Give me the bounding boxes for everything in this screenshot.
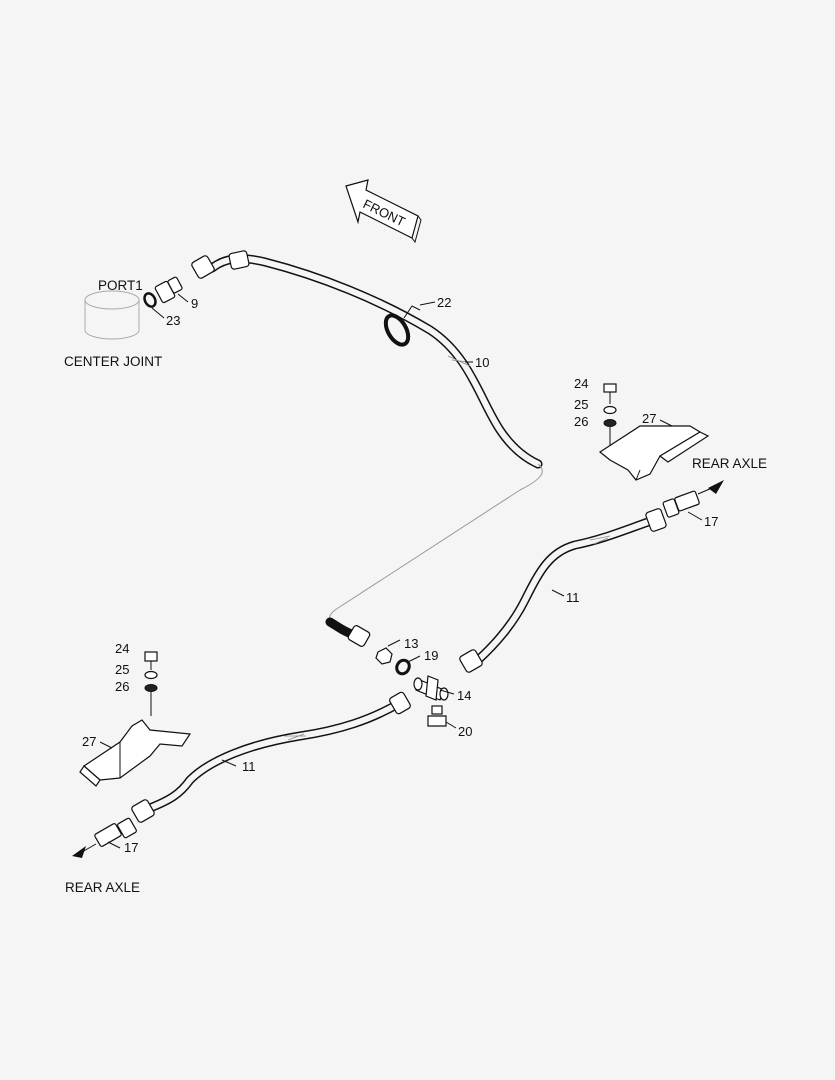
routing-line xyxy=(329,463,543,627)
part-25-right-label: 25 xyxy=(574,397,588,412)
bracket-27-left xyxy=(79,719,192,787)
center-joint: PORT1 CENTER JOINT xyxy=(64,278,162,369)
part-17-right-label: 17 xyxy=(704,514,718,529)
part-24-right-label: 24 xyxy=(574,376,588,391)
part-26-left-label: 26 xyxy=(115,679,129,694)
hose-end-13 xyxy=(325,617,371,647)
part-11-left-label: 11 xyxy=(242,759,256,774)
o-ring-23 xyxy=(143,292,157,308)
plug-20 xyxy=(427,705,447,727)
washer-25-right xyxy=(603,405,617,415)
part-19-label: 19 xyxy=(424,648,438,663)
part-24-left-label: 24 xyxy=(115,641,129,656)
fitting-17-right xyxy=(662,480,724,518)
part-27-right-label: 27 xyxy=(642,411,656,426)
washer-19 xyxy=(395,658,411,676)
fitting-9 xyxy=(154,276,183,304)
part-17-left-label: 17 xyxy=(124,840,138,855)
rear-axle-left-label: REAR AXLE xyxy=(65,880,140,895)
tee-fitting-14 xyxy=(413,675,449,701)
washer-26-right xyxy=(603,419,617,427)
washer-26-left xyxy=(144,684,158,692)
part-11-right-label: 11 xyxy=(566,590,580,605)
part-9-label: 9 xyxy=(191,296,198,311)
clamp-22 xyxy=(383,305,421,347)
hose-11-left xyxy=(131,691,411,823)
part-20-label: 20 xyxy=(458,724,472,739)
washer-25-left xyxy=(144,670,158,680)
bolt-24-right xyxy=(603,383,617,404)
part-23-label: 23 xyxy=(166,313,180,328)
part-22-label: 22 xyxy=(437,295,451,310)
hose-10 xyxy=(191,250,543,469)
part-27-left-label: 27 xyxy=(82,734,96,749)
part-13-label: 13 xyxy=(404,636,418,651)
bracket-27-right xyxy=(598,425,710,481)
fitting-17-left xyxy=(72,817,137,858)
center-joint-label: CENTER JOINT xyxy=(64,354,162,369)
part-14-label: 14 xyxy=(457,688,471,703)
part-26-right-label: 26 xyxy=(574,414,588,429)
rear-axle-right-label: REAR AXLE xyxy=(692,456,767,471)
part-10-label: 10 xyxy=(475,355,489,370)
hose-11-right xyxy=(459,508,667,673)
bolt-24-left xyxy=(144,651,158,670)
front-arrow: FRONT xyxy=(345,179,422,244)
nut-13 xyxy=(375,647,393,665)
port1-label: PORT1 xyxy=(98,278,143,293)
part-25-left-label: 25 xyxy=(115,662,129,677)
